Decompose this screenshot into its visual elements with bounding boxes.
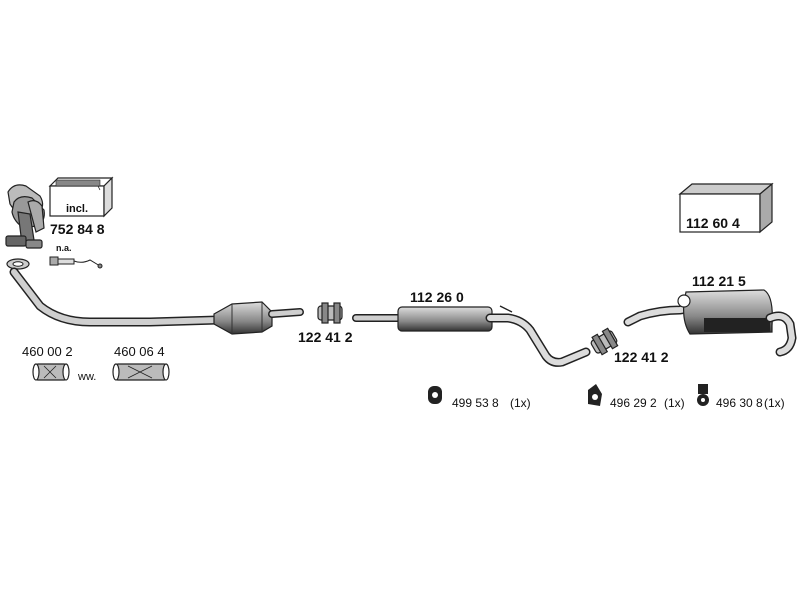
sensor-na-note: n.a. [56, 243, 72, 253]
front-sleeve-1-number: 460 00 2 [22, 344, 73, 359]
manifold-kit-box [48, 176, 114, 218]
exhaust-manifold [5, 184, 45, 249]
hanger-3-qty: (1x) [764, 396, 785, 410]
hanger-3-number: 496 30 8 [716, 396, 763, 410]
rear-kit-box-number: 112 60 4 [686, 215, 740, 231]
pipe-clamp-1-number: 122 41 2 [298, 329, 353, 345]
hanger-2-number: 496 29 2 [610, 396, 657, 410]
hanger-2-qty: (1x) [664, 396, 685, 410]
manifold-kit-incl-label: incl. [66, 203, 88, 215]
rubber-hanger-3 [697, 384, 709, 406]
hanger-1-qty: (1x) [510, 396, 531, 410]
manifold-kit-number: 752 84 8 [50, 221, 105, 237]
rear-kit-box [678, 182, 774, 234]
front-sleeve-2-number: 460 06 4 [114, 344, 165, 359]
pipe-clamp-1 [317, 302, 343, 324]
rear-silencer [623, 289, 797, 357]
pipe-clamp-2 [590, 327, 619, 356]
front-sleeve-1 [32, 363, 70, 381]
hanger-1-number: 499 53 8 [452, 396, 499, 410]
middle-silencer [352, 305, 591, 367]
rubber-hanger-1 [428, 386, 442, 404]
catalytic-converter [213, 301, 304, 335]
sleeve-note: ww. [77, 371, 96, 383]
lambda-sensor [49, 256, 103, 269]
middle-silencer-number: 112 26 0 [410, 289, 464, 305]
pipe-clamp-2-number: 122 41 2 [614, 349, 669, 365]
rubber-hanger-2 [588, 384, 602, 406]
front-sleeve-2 [112, 363, 170, 381]
front-pipe [9, 267, 223, 327]
rear-silencer-number: 112 21 5 [692, 273, 746, 289]
